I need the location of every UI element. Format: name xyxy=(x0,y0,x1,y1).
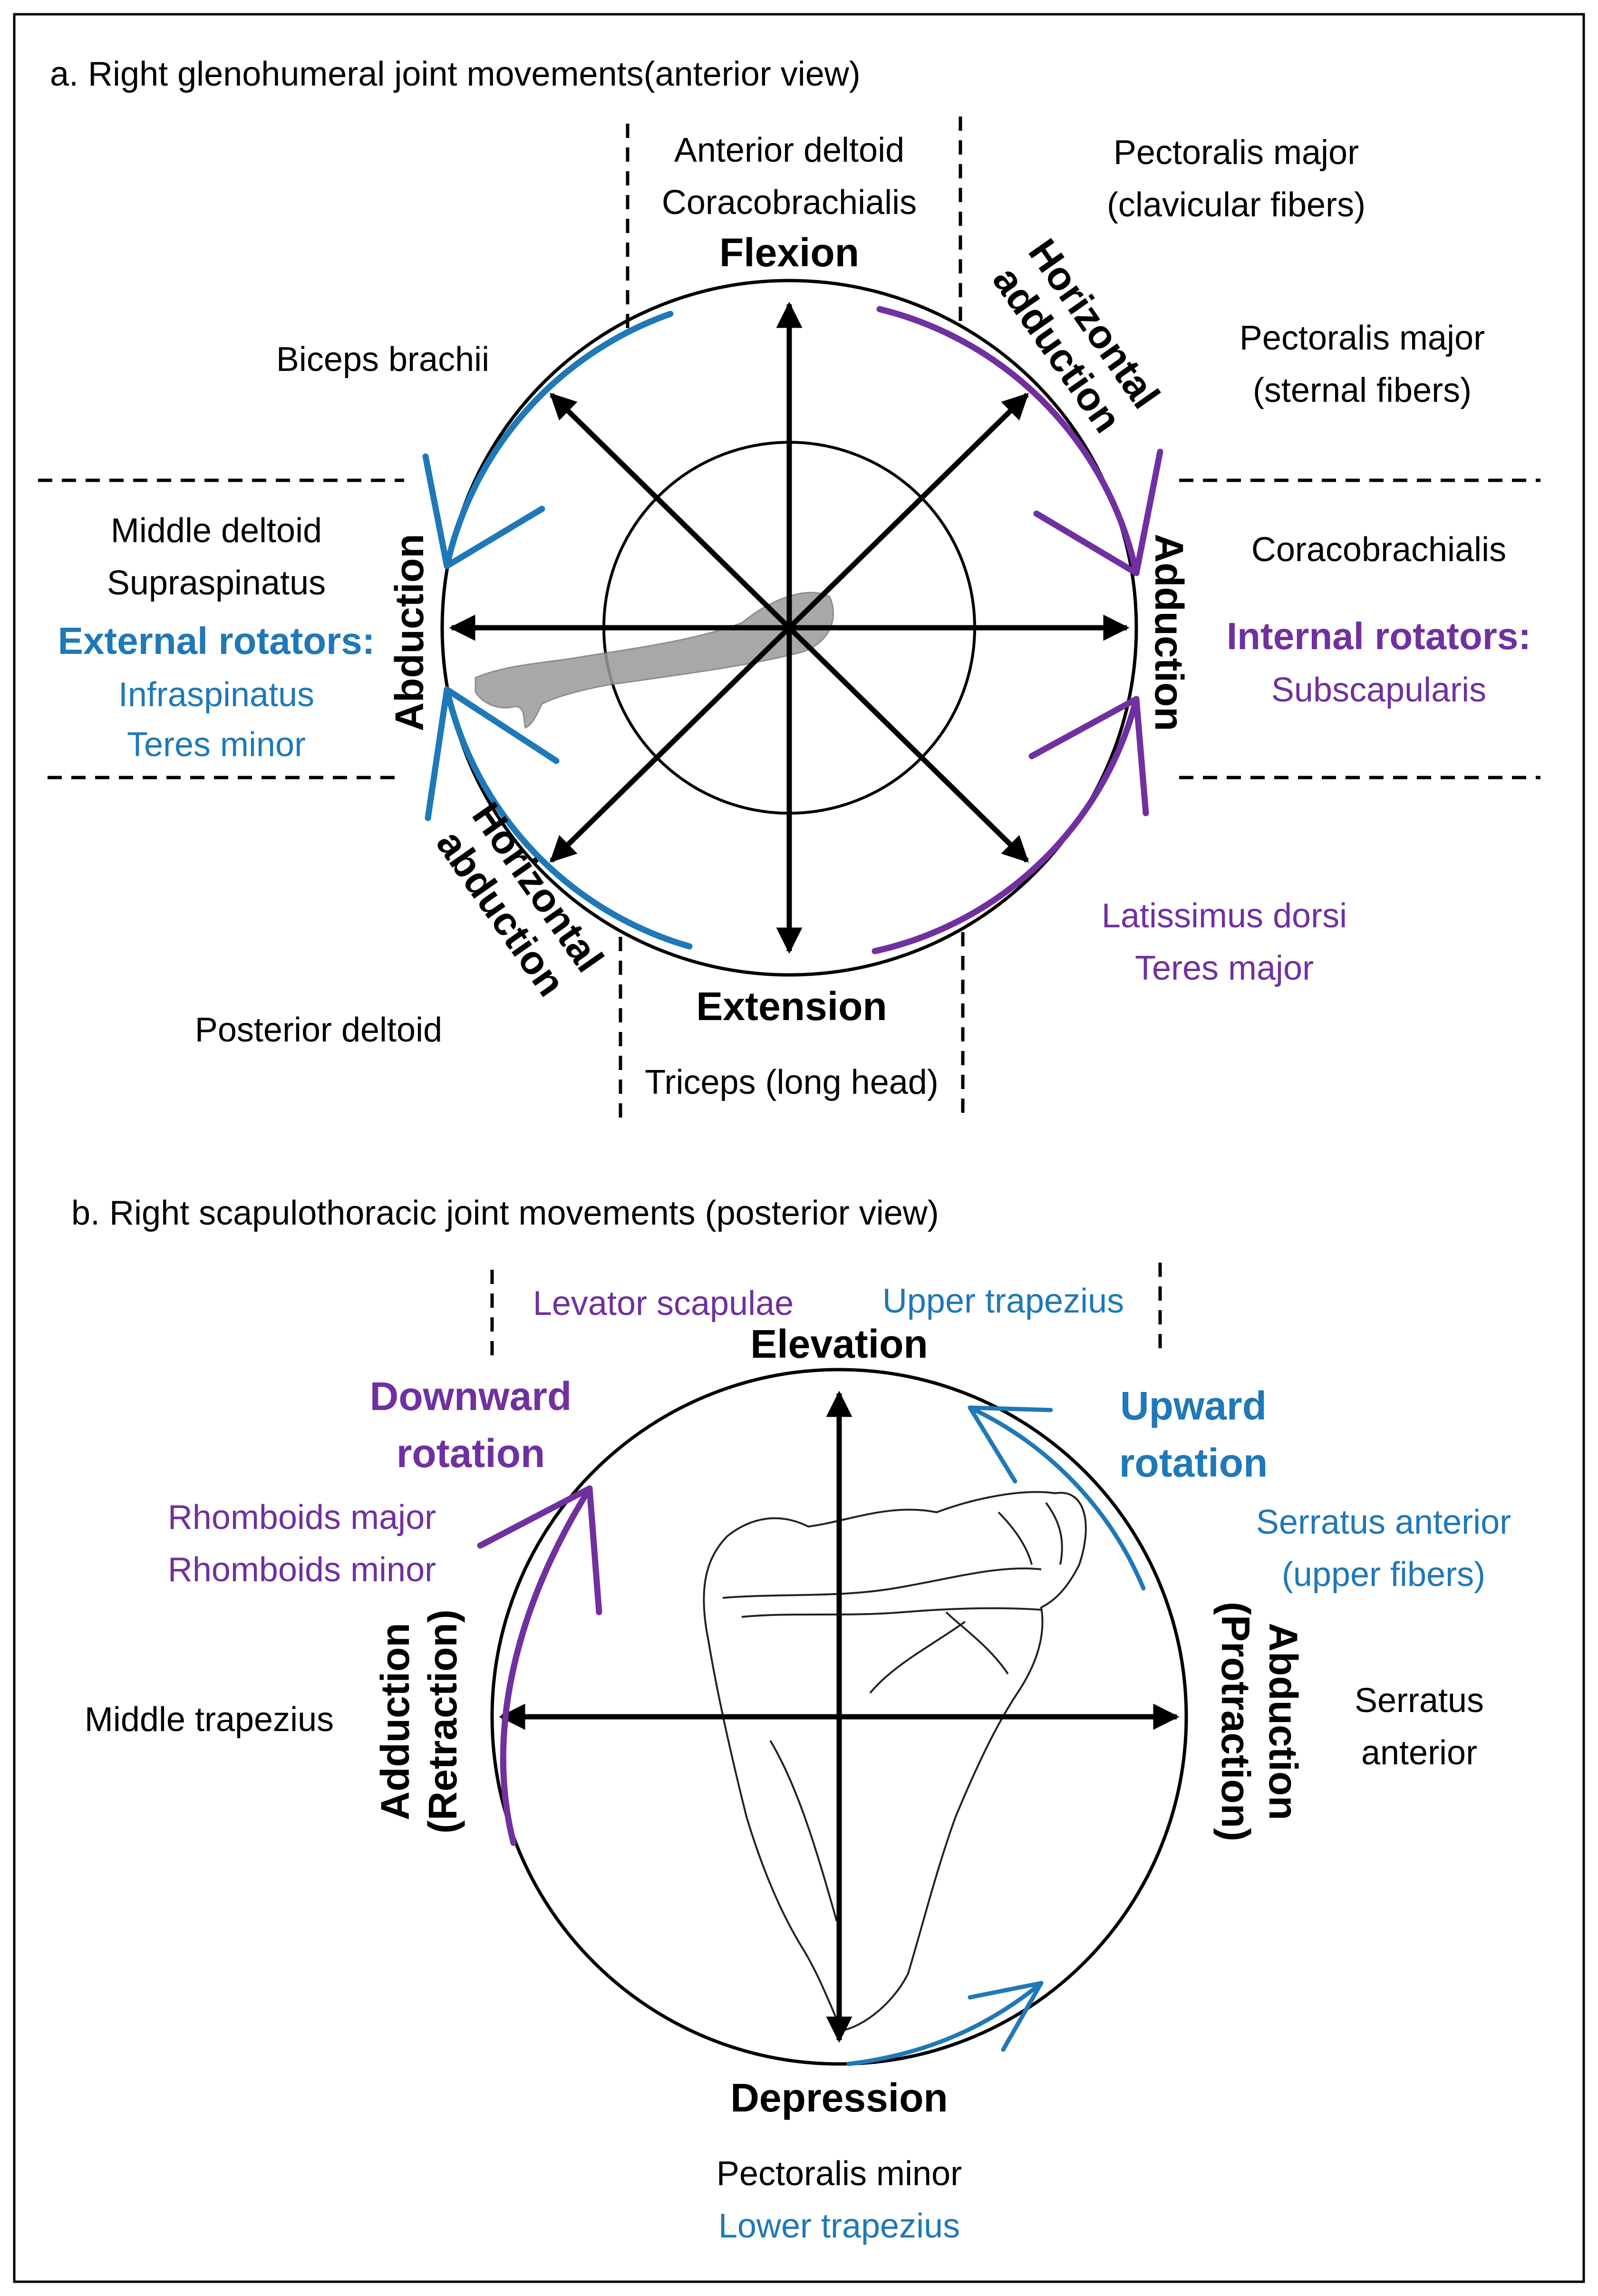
pec-major-clavicular-line1: Pectoralis major xyxy=(1114,134,1359,172)
panel-b-title: b. Right scapulothoracic joint movements… xyxy=(71,1194,939,1232)
panel-a-title: a. Right glenohumeral joint movements(an… xyxy=(50,55,861,93)
abduction-line2: (Protraction) xyxy=(1213,1602,1258,1841)
panel-b: b. Right scapulothoracic joint movements… xyxy=(71,1194,1511,2245)
latissimus-label: Latissimus dorsi xyxy=(1102,897,1347,935)
lower-trapezius-label: Lower trapezius xyxy=(718,2207,960,2245)
middle-trapezius-label: Middle trapezius xyxy=(85,1701,334,1739)
downward-rotation-arc xyxy=(477,1485,602,1846)
panel-a: a. Right glenohumeral joint movements(an… xyxy=(38,55,1540,1122)
downward-rotation-line1: Downward xyxy=(370,1374,572,1419)
pec-major-sternal-line1: Pectoralis major xyxy=(1240,319,1485,357)
elevation-label: Elevation xyxy=(750,1322,928,1366)
internal-rotators-label: Internal rotators: xyxy=(1227,615,1531,657)
infraspinatus-label: Infraspinatus xyxy=(118,676,314,714)
pectoralis-minor-label: Pectoralis minor xyxy=(717,2155,962,2193)
serratus-upper-line2: (upper fibers) xyxy=(1282,1556,1485,1594)
upper-trapezius-label: Upper trapezius xyxy=(882,1282,1124,1320)
rhomboids-major-label: Rhomboids major xyxy=(168,1498,436,1537)
supraspinatus-label: Supraspinatus xyxy=(107,564,326,602)
upward-rotation-line2: rotation xyxy=(1119,1440,1268,1485)
teres-major-label: Teres major xyxy=(1135,949,1314,987)
pec-major-clavicular-line2: (clavicular fibers) xyxy=(1107,186,1366,224)
panel-b-dividers xyxy=(490,1263,1162,1355)
adduction-retraction-label: Adduction (Retraction) xyxy=(373,1609,465,1833)
coracobrachialis-top-label: Coracobrachialis xyxy=(662,184,917,222)
pec-major-sternal-line2: (sternal fibers) xyxy=(1253,371,1472,409)
coracobrachialis-right-label: Coracobrachialis xyxy=(1251,531,1506,569)
external-rotators-label: External rotators: xyxy=(58,620,375,662)
biceps-label: Biceps brachii xyxy=(276,341,489,379)
upward-rotation-line1: Upward xyxy=(1120,1383,1267,1428)
panel-a-arrows xyxy=(449,302,1130,954)
abduction-label: Abduction xyxy=(387,534,432,731)
teres-minor-label: Teres minor xyxy=(127,726,306,764)
rhomboids-minor-label: Rhomboids minor xyxy=(168,1551,436,1589)
posterior-deltoid-label: Posterior deltoid xyxy=(195,1011,442,1049)
adduction-label: Adduction xyxy=(1147,534,1191,731)
arm-icon xyxy=(475,592,834,729)
figure-frame xyxy=(13,13,1585,2283)
subscapularis-label: Subscapularis xyxy=(1271,671,1486,709)
scapula-icon xyxy=(703,1491,1087,2032)
depression-label: Depression xyxy=(730,2075,948,2120)
downward-rotation-line2: rotation xyxy=(397,1431,545,1476)
panel-b-arrows xyxy=(499,1391,1180,2043)
triceps-label: Triceps (long head) xyxy=(645,1063,939,1101)
middle-deltoid-label: Middle deltoid xyxy=(111,512,322,550)
extension-label: Extension xyxy=(696,984,887,1029)
serratus-anterior-line2: anterior xyxy=(1361,1734,1477,1772)
panel-a-dividers xyxy=(38,117,1540,1122)
internal-rotation-arc xyxy=(872,306,1163,954)
upward-rotation-arc xyxy=(846,1405,1146,2066)
serratus-upper-line1: Serratus anterior xyxy=(1256,1503,1511,1541)
panel-a-outer-circle xyxy=(440,279,1138,977)
serratus-anterior-line1: Serratus xyxy=(1355,1682,1484,1720)
anterior-deltoid-label: Anterior deltoid xyxy=(674,131,904,169)
flexion-label: Flexion xyxy=(719,230,859,275)
external-rotation-arc xyxy=(422,311,693,950)
panel-b-circle xyxy=(490,1368,1188,2066)
adduction-line1: Adduction xyxy=(373,1623,417,1820)
abduction-line1: Abduction xyxy=(1261,1623,1306,1820)
adduction-line2: (Retraction) xyxy=(420,1609,465,1833)
levator-scapulae-label: Levator scapulae xyxy=(533,1284,794,1323)
abduction-protraction-label: Abduction (Protraction) xyxy=(1213,1602,1306,1841)
